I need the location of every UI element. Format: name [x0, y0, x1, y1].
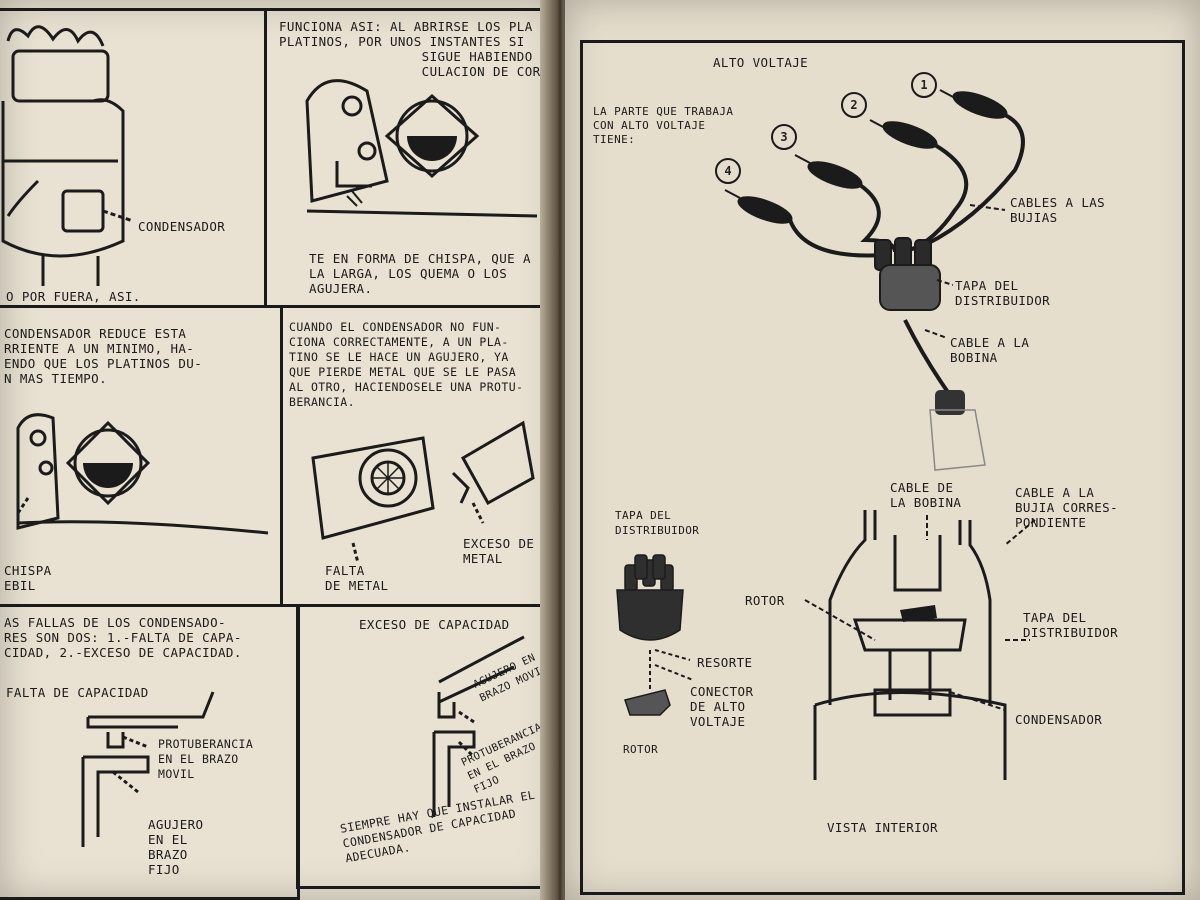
label-conector-alto-voltaje: CONECTOR DE ALTO VOLTAJE	[690, 684, 754, 729]
panel-condensador-reduce: CONDENSADOR REDUCE ESTA RRIENTE A UN MIN…	[0, 305, 283, 607]
pitted-points-illustration	[311, 420, 535, 564]
label-vista-interior: VISTA INTERIOR	[827, 820, 938, 835]
label-falta-de-metal: FALTA DE METAL	[325, 563, 389, 593]
title-exceso-capacidad: EXCESO DE CAPACIDAD	[359, 617, 510, 632]
left-page: CONDENSADOR O POR FUERA, ASI. FUNCIONA A…	[0, 0, 560, 900]
panel-fallas: AS FALLAS DE LOS CONDENSADO- RES SON DOS…	[0, 604, 300, 900]
plug-number-1: 1	[911, 72, 937, 98]
breaker-points-illustration	[305, 79, 538, 218]
label-chispa-debil: CHISPA EBIL	[4, 563, 52, 593]
text-funciona-bottom: TE EN FORMA DE CHISPA, QUE A LA LARGA, L…	[309, 251, 531, 296]
label-agujero-fijo: AGUJERO EN EL BRAZO FIJO	[148, 817, 204, 877]
label-cable-bobina: CABLE A LA BOBINA	[950, 335, 1030, 365]
label-tapa-distribuidor-cutaway: TAPA DEL DISTRIBUIDOR	[1023, 610, 1119, 640]
panel-funciona-asi: FUNCIONA ASI: AL ABRIRSE LOS PLA PLATINO…	[264, 8, 554, 308]
text-cuando-condensador: CUANDO EL CONDENSADOR NO FUN- CIONA CORR…	[289, 320, 524, 409]
text-alto-voltaje-intro: LA PARTE QUE TRABAJA CON ALTO VOLTAJE TI…	[593, 105, 734, 146]
panel-exceso-capacidad: EXCESO DE CAPACIDAD AGUJERO EN EL BRAZO …	[296, 604, 548, 889]
label-tapa-distribuidor-small: TAPA DEL DISTRIBUIDOR	[615, 509, 700, 537]
exceso-capacidad-illustration	[432, 635, 525, 817]
plug-number-3: 3	[771, 124, 797, 150]
plug-number-4: 4	[715, 158, 741, 184]
label-tapa-distribuidor-top: TAPA DEL DISTRIBUIDOR	[955, 278, 1051, 308]
label-condensador: CONDENSADOR	[138, 219, 226, 234]
falta-capacidad-illustration	[81, 691, 215, 847]
label-condensador-right: CONDENSADOR	[1015, 712, 1103, 727]
title-alto-voltaje: ALTO VOLTAJE	[713, 55, 809, 70]
text-condensador-reduce: CONDENSADOR REDUCE ESTA RRIENTE A UN MIN…	[4, 326, 203, 386]
right-page: ALTO VOLTAJE LA PARTE QUE TRABAJA CON AL…	[565, 0, 1200, 900]
distributor-illustration	[1, 25, 134, 286]
plug-number-2: 2	[841, 92, 867, 118]
text-fallas: AS FALLAS DE LOS CONDENSADO- RES SON DOS…	[4, 615, 242, 660]
label-exceso-de-metal: EXCESO DE METAL	[463, 536, 535, 566]
right-frame	[580, 40, 1185, 895]
label-cable-bujia-correspondiente: CABLE A LA BUJIA CORRES- PONDIENTE	[1015, 485, 1119, 530]
subtitle-falta-capacidad: FALTA DE CAPACIDAD	[6, 685, 149, 700]
label-rotor: ROTOR	[745, 593, 785, 608]
label-rotor-small: ROTOR	[623, 743, 659, 756]
points-spark-illustration	[16, 413, 269, 535]
panel-cuando-condensador: CUANDO EL CONDENSADOR NO FUN- CIONA CORR…	[280, 305, 548, 607]
high-voltage-system-illustration	[616, 89, 1036, 780]
label-protuberancia-movil: PROTUBERANCIA EN EL BRAZO MOVIL	[158, 737, 254, 781]
label-cable-de-la-bobina: CABLE DE LA BOBINA	[890, 480, 962, 510]
label-cables-bujias: CABLES A LAS BUJIAS	[1010, 195, 1106, 225]
caption-por-fuera: O POR FUERA, ASI.	[6, 289, 141, 304]
panel-condenser-exterior: CONDENSADOR O POR FUERA, ASI.	[0, 8, 267, 308]
label-resorte: RESORTE	[697, 655, 753, 670]
